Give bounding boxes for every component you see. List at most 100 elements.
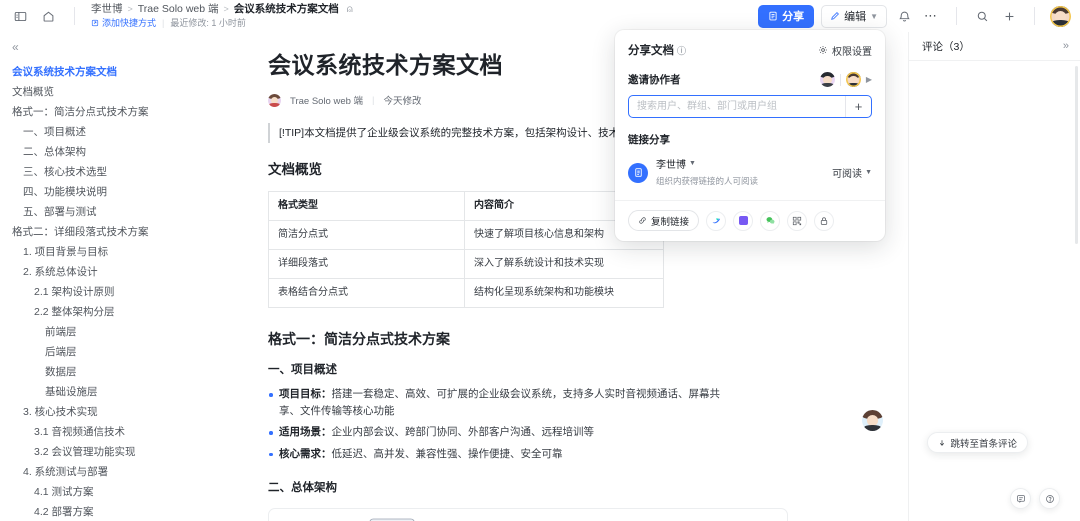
outline-item[interactable]: 三、核心技术选型 — [23, 165, 107, 178]
lock-share-icon[interactable] — [814, 210, 835, 231]
share-button[interactable]: 分享 — [758, 4, 815, 28]
table-row: 表格结合分点式结构化呈现系统架构和功能模块 — [268, 278, 664, 308]
feishu-glyph — [712, 218, 720, 224]
outline-item[interactable]: 五、部署与测试 — [23, 205, 97, 218]
outline-item[interactable]: 3. 核心技术实现 — [23, 405, 98, 418]
lock-glyph — [820, 216, 828, 225]
share-popup-header: 分享文档 ⓘ 权限设置 — [628, 42, 872, 58]
lark-share-icon[interactable] — [733, 210, 754, 231]
collaborator-avatar[interactable] — [845, 72, 861, 87]
collaborator-search-box[interactable]: + — [628, 95, 872, 118]
outline-item[interactable]: 4. 系统测试与部署 — [23, 465, 109, 478]
link-permission-dropdown[interactable]: 可阅读 ▼ — [832, 165, 872, 180]
comments-scrollbar[interactable] — [1075, 66, 1078, 244]
notifications-bell-icon[interactable] — [894, 6, 914, 26]
outline-item[interactable]: 前端层 — [45, 325, 77, 338]
collaborator-avatars: ▶ — [819, 72, 872, 87]
avatar-ring — [846, 72, 861, 87]
user-avatar[interactable] — [1050, 5, 1071, 27]
outline-item[interactable]: 1. 项目背景与目标 — [23, 245, 109, 258]
outline-item[interactable]: 数据层 — [45, 365, 77, 378]
outline-item[interactable]: 3.2 会议管理功能实现 — [34, 445, 136, 458]
table-body: 简洁分点式快速了解项目核心信息和架构详细段落式深入了解系统设计和技术实现表格结合… — [268, 220, 664, 308]
pin-icon[interactable]: ⍝ — [346, 4, 353, 15]
avatar-hair — [268, 93, 281, 99]
chevron-right-icon[interactable]: ▶ — [865, 75, 872, 84]
wechat-share-icon[interactable] — [760, 210, 781, 231]
arrow-down-icon — [940, 439, 945, 446]
qrcode-glyph — [792, 216, 802, 225]
outline-item[interactable]: 3.1 音视频通信技术 — [34, 425, 126, 438]
link-icon — [639, 217, 646, 224]
outline-item[interactable]: 4.1 测试方案 — [34, 485, 94, 498]
section1-subheading: 一、项目概述 — [268, 364, 337, 376]
add-shortcut-button[interactable]: 添加快捷方式 — [91, 17, 156, 29]
qrcode-share-icon[interactable] — [787, 210, 808, 231]
outline-item[interactable]: 2. 系统总体设计 — [23, 265, 98, 278]
add-shortcut-label: 添加快捷方式 — [102, 18, 157, 28]
avatar-face — [849, 75, 858, 84]
more-options-icon[interactable]: ⋯ — [924, 8, 938, 23]
outline-item[interactable]: 4.2 部署方案 — [34, 505, 94, 518]
breadcrumb-item-current[interactable]: 会议系统技术方案文档 — [233, 3, 339, 15]
outline-item[interactable]: 后端层 — [45, 345, 77, 358]
author-avatar — [268, 93, 281, 107]
outline-item[interactable]: 格式一：简洁分点式技术方案 — [12, 105, 149, 118]
permission-settings-label: 权限设置 — [832, 46, 872, 58]
avatar-hair — [845, 72, 861, 79]
comment-anchor-avatar[interactable] — [862, 410, 883, 431]
top-bar: 李世博 > Trae Solo web 端 > 会议系统技术方案文档 ⍝ 添加快… — [0, 0, 1080, 32]
help-fab-icon[interactable] — [1039, 488, 1060, 509]
avatar-hair — [862, 410, 883, 419]
outline-item[interactable]: 格式二：详细段落式技术方案 — [12, 225, 149, 238]
permission-settings-button[interactable]: 权限设置 — [818, 43, 872, 58]
breadcrumb-item-space[interactable]: Trae Solo web 端 — [137, 3, 219, 15]
collaborator-avatar[interactable] — [819, 72, 835, 87]
note-fab-icon[interactable] — [1010, 488, 1031, 509]
link-permission-label: 可阅读 — [832, 169, 863, 180]
avatar-hair — [819, 72, 835, 79]
add-new-icon[interactable] — [999, 6, 1019, 26]
chevron-right-double-icon[interactable]: » — [1062, 40, 1069, 52]
outline-sidebar: « 会议系统技术方案文档文档概览格式一：简洁分点式技术方案一、项目概述二、总体架… — [0, 32, 200, 521]
breadcrumb-item-user[interactable]: 李世博 — [91, 3, 123, 15]
search-icon[interactable] — [972, 6, 992, 26]
outline-list: 会议系统技术方案文档文档概览格式一：简洁分点式技术方案一、项目概述二、总体架构三… — [12, 62, 194, 521]
page-title: 会议系统技术方案文档 — [268, 52, 503, 78]
outline-item[interactable]: 基础设施层 — [45, 385, 98, 398]
sub-divider: | — [162, 18, 165, 28]
lark-glyph — [738, 216, 748, 225]
edit-mode-dropdown[interactable]: 编辑 ▼ — [821, 4, 887, 28]
outline-item[interactable]: 四、功能模块说明 — [23, 185, 107, 198]
outline-item[interactable]: 2.2 整体架构分层 — [34, 305, 115, 318]
share-doc-icon — [769, 11, 777, 21]
avatar-body — [1051, 20, 1070, 27]
link-owner-dropdown[interactable]: 李世博 ▼ — [656, 156, 832, 171]
feishu-share-icon[interactable] — [706, 210, 727, 231]
home-icon[interactable] — [38, 6, 58, 26]
copy-link-button[interactable]: 复制链接 — [628, 210, 700, 231]
help-circle-icon[interactable]: ⓘ — [677, 45, 687, 56]
outline-item[interactable]: 文档概览 — [12, 85, 54, 98]
breadcrumb-sep: > — [223, 4, 229, 14]
architecture-flow-diagram[interactable]: 用户层 Web端移动端 桌面端网关层 会议桥服务会议管理服务 用户管理服务文件存… — [268, 508, 788, 521]
shortcut-icon — [91, 19, 99, 27]
outline-item[interactable]: 会议系统技术方案文档 — [12, 65, 117, 78]
share-document-popup: 分享文档 ⓘ 权限设置 邀请协作者 — [615, 30, 885, 241]
avatar-face — [866, 415, 879, 427]
jump-to-first-comment-button[interactable]: 跳转至首条评论 — [927, 432, 1028, 453]
add-collaborator-button[interactable]: + — [845, 96, 871, 117]
outline-item[interactable]: 二、总体架构 — [23, 145, 86, 158]
search-input[interactable] — [629, 96, 845, 117]
breadcrumb-sep: > — [127, 4, 133, 14]
outline-item[interactable]: 一、项目概述 — [23, 125, 86, 138]
sidebar-toggle-icon[interactable] — [10, 6, 30, 26]
top-bar-divider-3 — [1034, 7, 1035, 25]
table-cell: 结构化呈现系统架构和功能模块 — [464, 278, 664, 308]
outline-collapse-icon[interactable]: « — [12, 40, 19, 54]
outline-item[interactable]: 2.1 架构设计原则 — [34, 285, 115, 298]
tip-callout: [!TIP]本文档提供了企业级会议系统的完整技术方案，包括架构设计、技术选 — [268, 123, 788, 143]
section1-heading: 格式一：简洁分点式技术方案 — [268, 331, 450, 347]
pencil-icon — [831, 12, 840, 20]
